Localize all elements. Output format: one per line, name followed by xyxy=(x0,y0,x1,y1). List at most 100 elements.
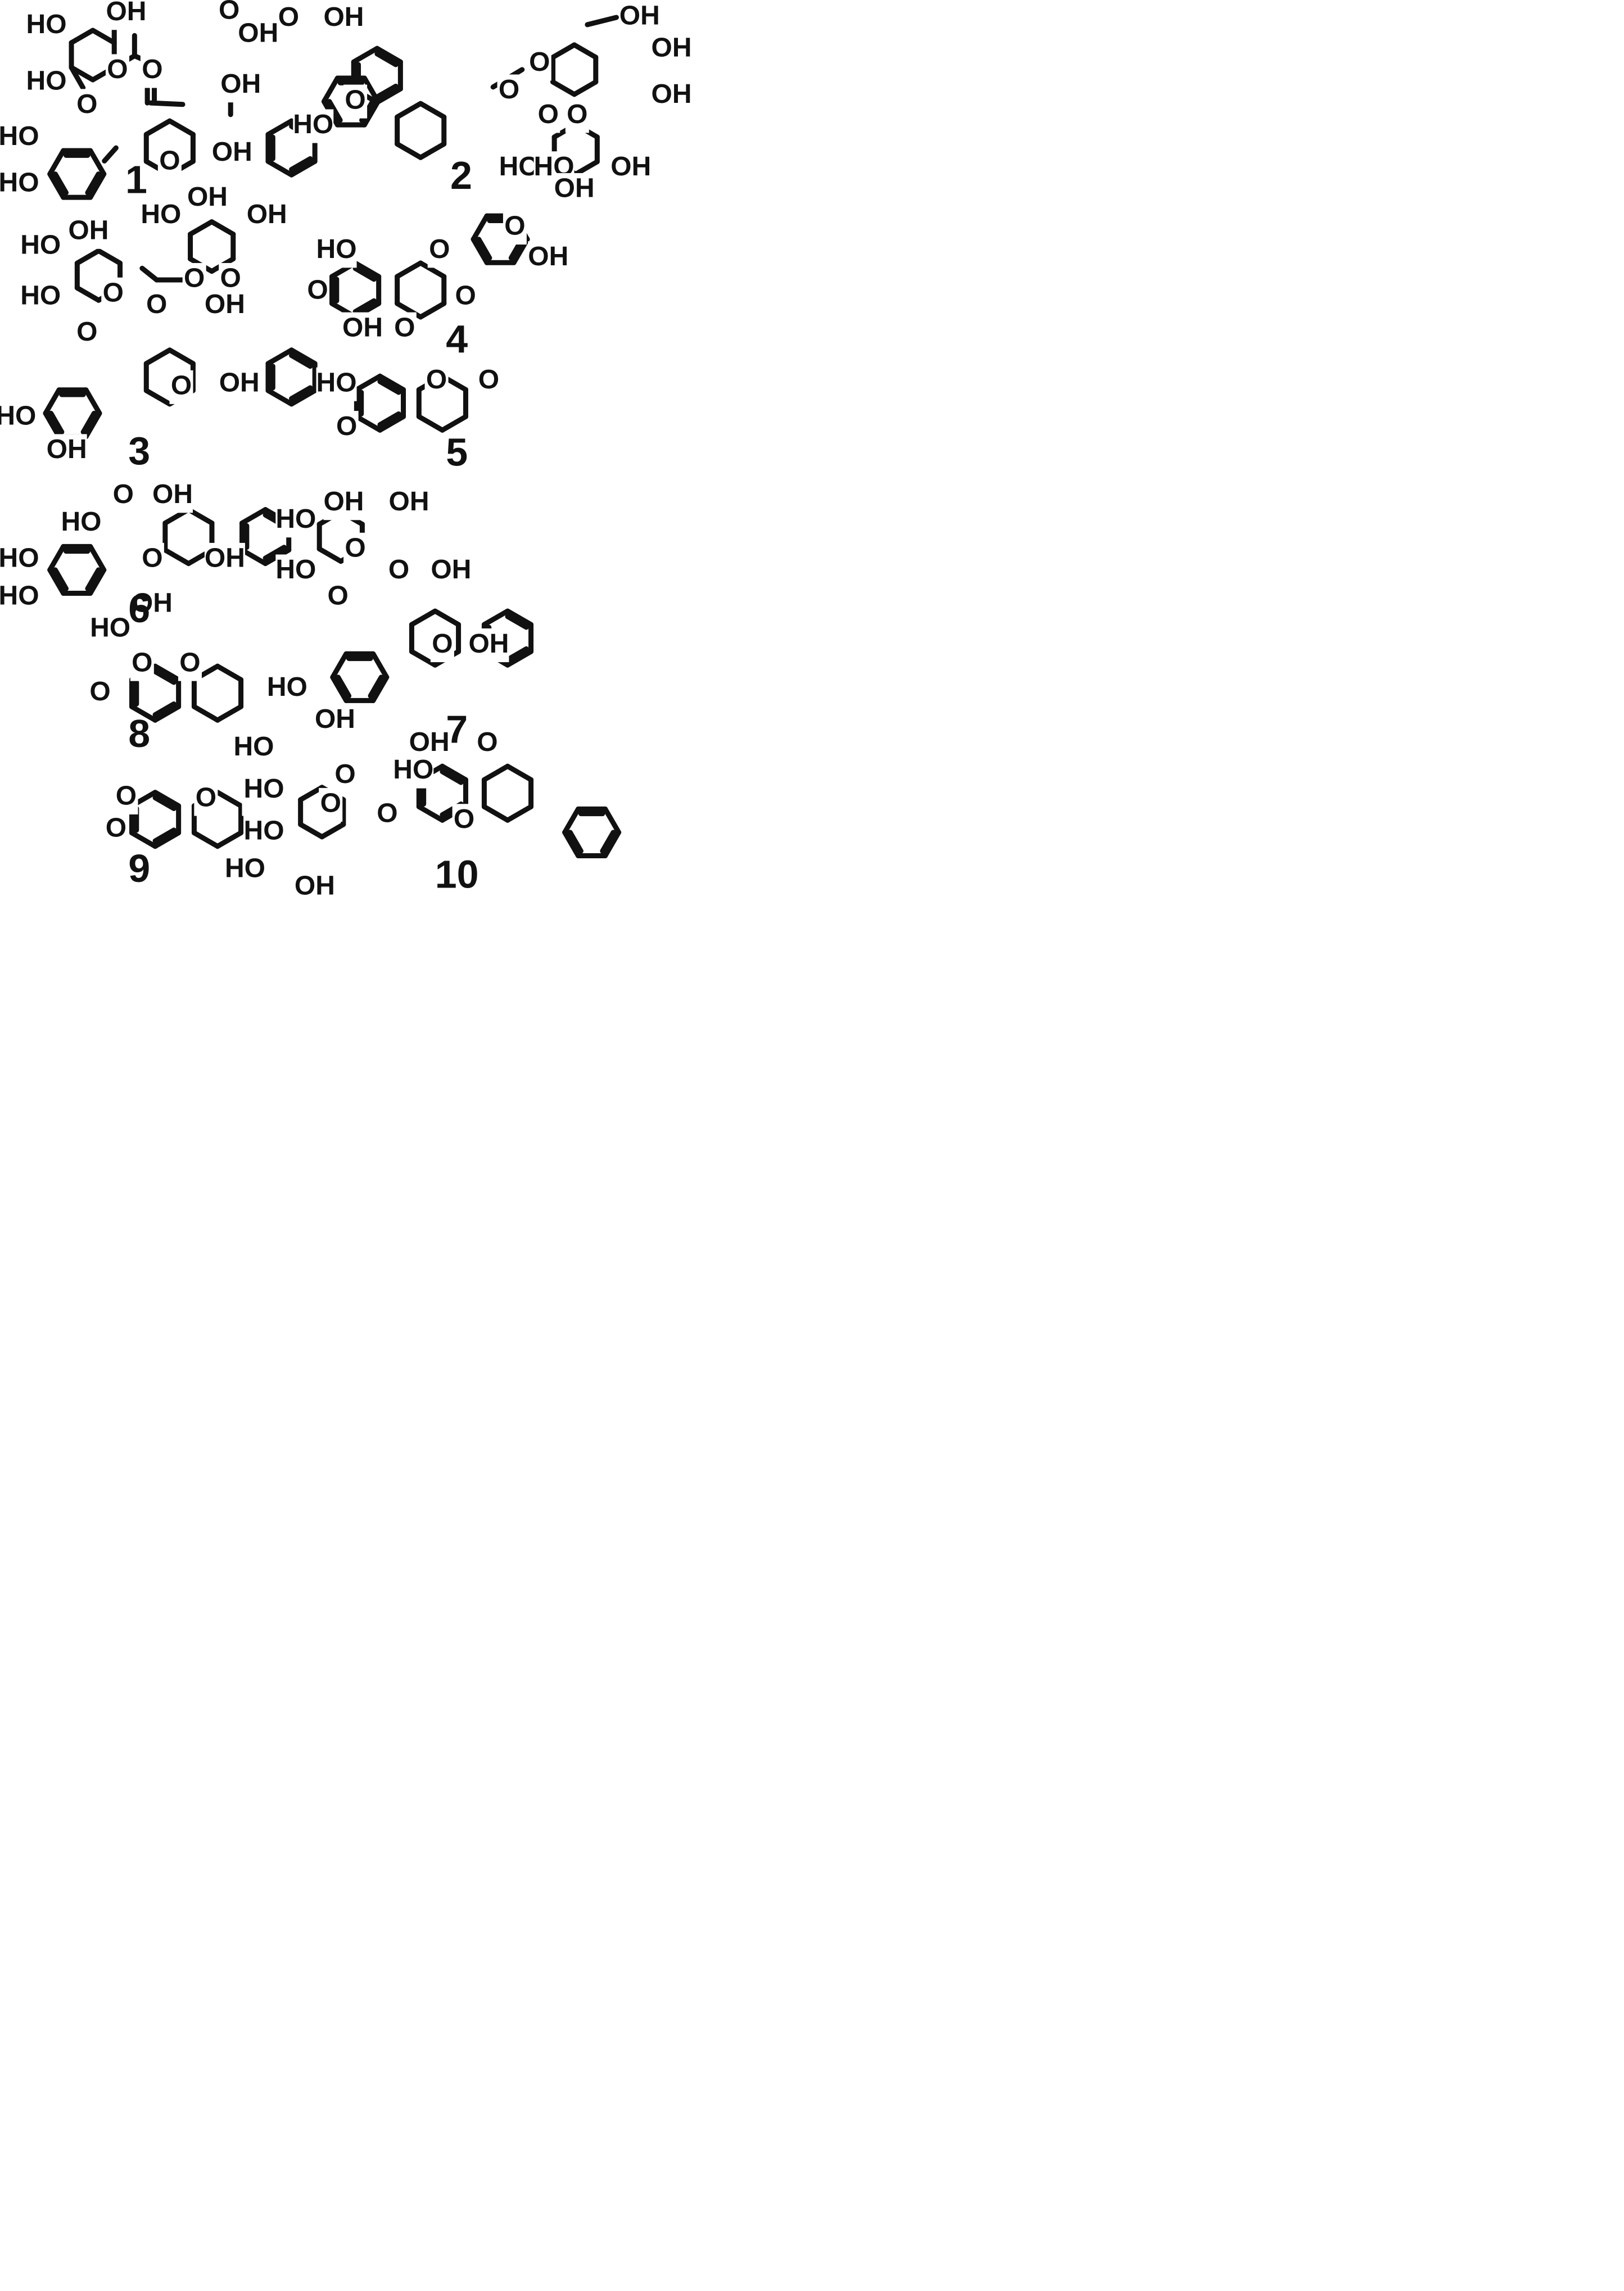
atom-label: HO xyxy=(293,110,333,139)
atom-label: OH xyxy=(554,174,595,203)
atom-label: OH xyxy=(323,487,364,517)
atom-label: O xyxy=(89,677,110,707)
atom-label: HO xyxy=(26,66,67,96)
atom-label: O xyxy=(477,727,497,757)
atom-label: O xyxy=(142,544,162,573)
atom-label: O xyxy=(538,99,559,129)
atom-label: HO xyxy=(499,152,540,182)
bond-lines xyxy=(43,15,622,858)
atom-label: O xyxy=(320,789,341,818)
compound-number: 1 xyxy=(125,158,147,202)
atom-label: OH xyxy=(389,487,429,517)
atom-label: HO xyxy=(20,281,61,311)
atom-label: HO xyxy=(316,368,357,397)
compound-number: 6 xyxy=(128,587,150,631)
atom-label: O xyxy=(499,75,519,105)
atom-label: OH xyxy=(652,33,692,62)
atom-label: HO xyxy=(141,200,181,229)
atom-label: O xyxy=(113,479,134,509)
atom-label: OH xyxy=(247,200,287,229)
atom-label: OH xyxy=(205,289,245,319)
atom-label: O xyxy=(504,211,525,241)
compound-number: 10 xyxy=(435,852,479,896)
atom-label: HO xyxy=(0,544,39,573)
atom-label: O xyxy=(220,264,241,293)
atom-label: O xyxy=(394,313,415,342)
atom-label: OH xyxy=(610,152,651,182)
atom-label: O xyxy=(159,146,180,176)
atom-label: OH xyxy=(315,704,355,734)
atom-label: HO xyxy=(0,401,36,431)
atom-label: OH xyxy=(205,544,245,573)
atom-label: O xyxy=(179,648,200,677)
atom-label: O xyxy=(345,533,365,563)
atom-label: O xyxy=(103,278,124,307)
compound-number: 4 xyxy=(446,317,468,361)
atom-label: O xyxy=(429,234,450,264)
atom-label: O xyxy=(478,365,499,395)
atom-label: OH xyxy=(431,555,471,585)
atom-label: O xyxy=(76,89,97,119)
atom-label: O xyxy=(432,629,453,659)
atom-label: O xyxy=(336,411,357,441)
compound-number: 3 xyxy=(128,429,150,473)
atom-label: HO xyxy=(0,121,39,151)
atom-label: OH xyxy=(219,368,260,397)
atom-label: O xyxy=(454,804,474,834)
atom-label: O xyxy=(106,813,126,843)
compound-numbers: 1 2 3 4 5 6 7 8 9 10 xyxy=(125,153,479,897)
atom-label: HO xyxy=(267,672,307,702)
atom-label: O xyxy=(142,55,162,84)
atom-label: HO xyxy=(316,234,357,264)
atom-label: HO xyxy=(275,504,316,534)
atom-label: HO xyxy=(225,854,265,884)
atom-label: O xyxy=(529,47,550,77)
atom-label: O xyxy=(184,264,205,293)
compound-number: 5 xyxy=(446,431,468,474)
atom-label: O xyxy=(327,581,348,611)
atom-label: O xyxy=(455,281,476,311)
compound-number: 8 xyxy=(128,712,150,755)
compound-number: 9 xyxy=(128,846,150,890)
atom-label: O xyxy=(377,799,397,828)
atom-label: OH xyxy=(187,182,228,212)
atom-label: HO xyxy=(0,167,39,197)
atom-label: OH xyxy=(342,313,383,342)
atom-label: O xyxy=(345,85,365,115)
atom-label: O xyxy=(146,289,167,319)
atom-label: HO xyxy=(393,755,433,785)
atom-label: O xyxy=(278,2,299,32)
atom-label: OH xyxy=(132,588,173,618)
atom-label: OH xyxy=(47,434,87,464)
atom-label: O xyxy=(171,371,192,401)
atom-label: O xyxy=(116,781,137,811)
atom-label: O xyxy=(107,55,128,84)
compound-number: 2 xyxy=(450,153,472,197)
atom-label: OH xyxy=(68,215,108,245)
atom-label: HO xyxy=(244,774,284,804)
atom-label: OH xyxy=(468,629,509,659)
atom-label: HO xyxy=(275,555,316,585)
atom-label: OH xyxy=(409,727,450,757)
atom-label: OH xyxy=(152,479,193,509)
atom-label: O xyxy=(388,555,409,585)
atom-label: O xyxy=(76,317,97,347)
atom-label: O xyxy=(219,0,239,25)
atom-label: OH xyxy=(323,2,364,32)
atom-label: O xyxy=(132,648,152,677)
atom-label: O xyxy=(426,365,447,395)
atom-label: OH xyxy=(619,1,660,31)
atom-label: HO xyxy=(234,732,274,762)
atom-label: HO xyxy=(26,10,67,39)
atom-label: HO xyxy=(20,230,61,260)
atom-label: OH xyxy=(212,137,252,167)
atom-label: OH xyxy=(295,871,335,901)
atom-label: OH xyxy=(106,0,146,26)
atom-label: OH xyxy=(220,69,261,99)
atom-label: O xyxy=(334,759,355,789)
atom-label: HO xyxy=(0,581,39,611)
compound-number: 7 xyxy=(446,707,468,751)
atom-label: HO xyxy=(244,816,284,846)
